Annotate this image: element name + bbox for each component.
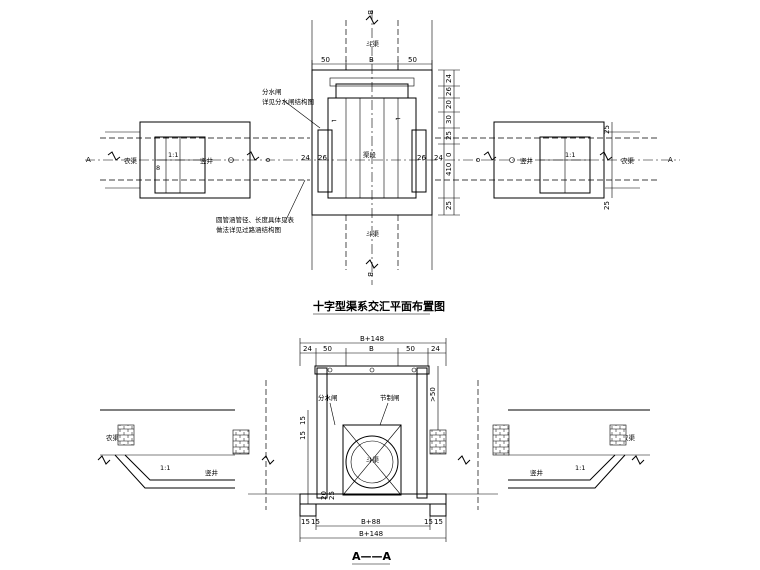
plan-dim-right-6: 0: [445, 153, 453, 157]
plan-dim-right-2: 26: [445, 87, 453, 96]
section-gate-label-1: 分水闸: [318, 393, 338, 402]
plan-dim-right-4: 30: [445, 115, 453, 124]
plan-dim-side-1: 25: [603, 125, 611, 134]
section-dim-top-total: B+148: [360, 335, 384, 343]
plan-dim-right-8: 25: [445, 201, 453, 210]
section-dim-bottom-1: B+88: [361, 518, 381, 526]
plan-title: 十字型渠系交汇平面布置图: [313, 299, 445, 313]
section-dim-bottom-2: B+148: [359, 530, 383, 538]
section-dim-left-1: 15: [299, 416, 307, 425]
section-marker-b-top: B: [366, 10, 374, 15]
section-right-well-label: 竖井: [530, 468, 544, 477]
pipe-note-line-2: 做法详见过路涵结构图: [216, 225, 281, 234]
section-left-canal-label: 农渠: [106, 433, 120, 442]
plan-dim-top-1: 50: [321, 56, 330, 64]
section-dim-top-3: B: [369, 345, 374, 353]
plan-top-canal-label: 斗渠: [366, 39, 380, 48]
plan-bottom-canal-label: 斗渠: [366, 229, 380, 238]
section-dim-bottom-s2: 15: [311, 518, 320, 526]
section-marker-b-bottom: B: [366, 272, 374, 277]
section-dim-top-2: 50: [323, 345, 332, 353]
section-left-slope-label: 1:1: [160, 464, 170, 472]
section-dim-bottom-s3: 15: [424, 518, 433, 526]
section-dim-top-4: 50: [406, 345, 415, 353]
section-marker-a-left: A: [86, 156, 91, 164]
plan-right-slope-label: 1:1: [565, 151, 575, 159]
gate-note-line-2: 详见分水闸结构图: [262, 97, 314, 106]
plan-dim-inner-1: 24: [301, 154, 310, 162]
gate-mark-left: ⌐: [331, 117, 337, 125]
section-dim-right-v: >50: [429, 387, 437, 402]
plan-left-well-label: 竖井: [200, 156, 214, 165]
plan-dim-right-7: 410: [445, 163, 453, 176]
section-view: 1:1 竖井 农渠 1:1 竖井 农渠 斗渠: [97, 335, 650, 565]
section-right-slope-label: 1:1: [575, 464, 585, 472]
section-right-canal-label: 农渠: [622, 433, 636, 442]
gate-note-line-1: 分水闸: [262, 87, 282, 96]
plan-dim-right-1: 24: [445, 74, 453, 83]
plan-center-label: 渠段: [363, 150, 377, 159]
section-dim-top-1: 24: [303, 345, 312, 353]
section-title: A——A: [352, 550, 392, 563]
section-gate-label-2: 节制闸: [380, 393, 400, 402]
plan-dim-inner-2: 26: [318, 154, 327, 162]
section-center-canal-label: 斗渠: [366, 455, 380, 464]
section-marker-a-right: A: [668, 156, 673, 164]
pipe-note-line-1: 圆管涵管径、长度具体见表: [216, 215, 295, 224]
plan-right-canal-label: 农渠: [621, 156, 635, 165]
plan-dim-right-5: 25: [445, 131, 453, 140]
section-dim-left-2: 15: [299, 431, 307, 440]
section-dim-top-5: 24: [431, 345, 440, 353]
plan-dim-inner-3: 26: [417, 154, 426, 162]
section-dim-left-4: 25: [328, 491, 336, 500]
plan-dim-side-2: 25: [603, 201, 611, 210]
plan-right-well-label: 竖井: [520, 156, 534, 165]
plan-dim-top-2: B: [369, 56, 374, 64]
section-dim-left-3: 20: [320, 491, 328, 500]
plan-view: ⌐ ⌐ 8 50 B 50: [85, 10, 680, 315]
plan-dim-inner-4: 24: [434, 154, 443, 162]
section-dim-bottom-s4: 15: [434, 518, 443, 526]
plan-left-canal-label: 农渠: [124, 156, 138, 165]
left-box-mark: 8: [156, 164, 160, 172]
section-dim-bottom-s1: 15: [301, 518, 310, 526]
section-left-well-label: 竖井: [205, 468, 219, 477]
plan-dim-right-3: 20: [445, 100, 453, 109]
gate-mark-right: ⌐: [395, 115, 401, 123]
plan-left-slope-label: 1:1: [168, 151, 178, 159]
plan-dim-top-3: 50: [408, 56, 417, 64]
